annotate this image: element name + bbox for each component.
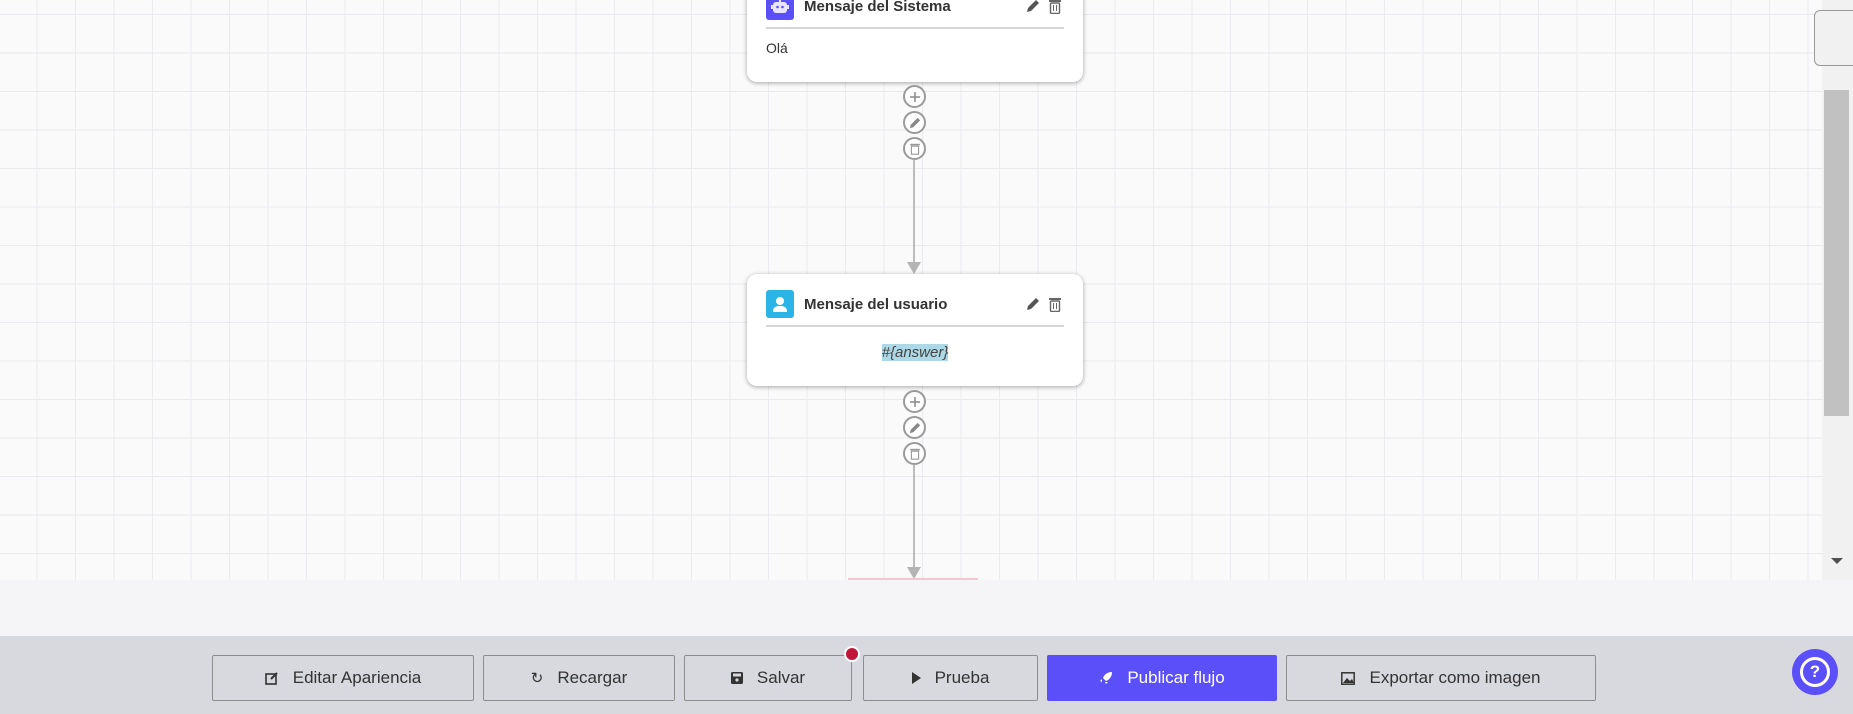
- button-label: Editar Apariencia: [292, 668, 422, 687]
- scroll-down-icon[interactable]: [1831, 558, 1843, 564]
- edit-node-icon[interactable]: [1024, 295, 1042, 313]
- vertical-scrollbar[interactable]: [1822, 0, 1853, 580]
- minimap-panel[interactable]: [1814, 10, 1853, 66]
- connector-line: [913, 465, 915, 569]
- delete-node-icon[interactable]: [1046, 0, 1064, 15]
- edit-icon: [264, 672, 278, 685]
- next-node-edge: [848, 578, 978, 580]
- publish-flow-button[interactable]: Publicar flujo: [1047, 655, 1277, 701]
- bottom-toolbar: Editar Apariencia ↻ Recargar Salvar Prue…: [0, 636, 1853, 714]
- node-header: Mensaje del usuario: [766, 283, 1064, 327]
- edit-connection-button[interactable]: [903, 111, 926, 134]
- add-node-button[interactable]: [903, 85, 926, 108]
- unsaved-indicator: [844, 646, 860, 662]
- test-button[interactable]: Prueba: [863, 655, 1038, 701]
- scrollbar-thumb[interactable]: [1824, 90, 1849, 416]
- node-title: Mensaje del usuario: [804, 295, 948, 313]
- robot-icon: [766, 0, 794, 20]
- save-button[interactable]: Salvar: [684, 646, 860, 701]
- help-button[interactable]: ?: [1792, 649, 1838, 695]
- save-icon: [730, 672, 743, 684]
- button-label: Salvar: [756, 668, 806, 687]
- export-image-button[interactable]: Exportar como imagen: [1286, 655, 1596, 701]
- node-header: Mensaje del Sistema: [766, 0, 1064, 29]
- flow-canvas[interactable]: Mensaje del Sistema Olá Mensaje del usua…: [0, 0, 1822, 580]
- image-icon: [1341, 671, 1356, 685]
- connector-arrow: [907, 567, 921, 579]
- node-content: #{answer}: [881, 344, 949, 361]
- edit-node-icon[interactable]: [1024, 0, 1042, 15]
- delete-node-icon[interactable]: [1046, 295, 1064, 313]
- reload-button[interactable]: ↻ Recargar: [483, 655, 675, 701]
- node-system-message[interactable]: Mensaje del Sistema Olá: [747, 0, 1083, 82]
- help-icon: ?: [1800, 657, 1830, 687]
- refresh-icon: ↻: [530, 670, 544, 687]
- button-label: Prueba: [934, 668, 990, 687]
- node-content: Olá: [766, 40, 788, 56]
- node-title: Mensaje del Sistema: [804, 0, 951, 15]
- button-label: Publicar flujo: [1127, 668, 1225, 687]
- button-label: Exportar como imagen: [1369, 668, 1541, 687]
- user-icon: [766, 290, 794, 318]
- edit-connection-button[interactable]: [903, 416, 926, 439]
- delete-connection-button[interactable]: [903, 442, 926, 465]
- edit-appearance-button[interactable]: Editar Apariencia: [212, 655, 474, 701]
- connector-line: [913, 160, 915, 264]
- add-node-button[interactable]: [903, 390, 926, 413]
- node-user-message[interactable]: Mensaje del usuario #{answer}: [747, 274, 1083, 386]
- connector-arrow: [907, 262, 921, 274]
- rocket-icon: [1100, 672, 1113, 684]
- delete-connection-button[interactable]: [903, 137, 926, 160]
- play-icon: [911, 672, 921, 684]
- button-label: Recargar: [557, 668, 628, 687]
